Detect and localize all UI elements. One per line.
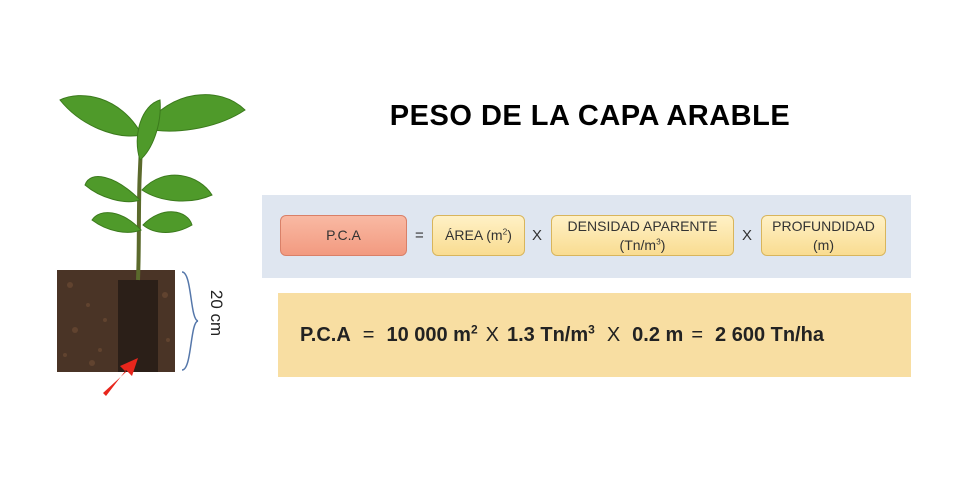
plant-illustration bbox=[57, 94, 246, 396]
result-equals-2: = bbox=[691, 323, 704, 346]
result-equals-1: = bbox=[362, 323, 375, 346]
soil-texture bbox=[63, 282, 170, 366]
equals-sign: = bbox=[415, 227, 424, 244]
depth-brace bbox=[181, 271, 199, 371]
depth-label: 20 cm bbox=[207, 289, 226, 337]
result-lhs: P.C.A bbox=[300, 323, 351, 346]
result-area: 10 000 m2 bbox=[386, 321, 478, 346]
depth-line2: (m) bbox=[813, 236, 834, 253]
area-box: ÁREA (m2) bbox=[432, 215, 525, 256]
result-times-2: X bbox=[606, 323, 621, 346]
pca-label: P.C.A bbox=[326, 227, 361, 244]
result-times-1: X bbox=[485, 323, 499, 346]
page-title: PESO DE LA CAPA ARABLE bbox=[389, 100, 791, 132]
plant-soil-illustration bbox=[40, 80, 270, 400]
pca-box: P.C.A bbox=[280, 215, 407, 256]
result-total: 2 600 Tn/ha bbox=[715, 323, 824, 346]
area-label: ÁREA (m2) bbox=[445, 226, 512, 244]
result-density: 1.3 Tn/m3 bbox=[507, 321, 595, 346]
root-ball bbox=[118, 280, 158, 372]
density-line1: DENSIDAD APARENTE bbox=[567, 218, 718, 235]
density-box: DENSIDAD APARENTE (Tn/m3) bbox=[551, 215, 734, 256]
formula-panel: P.C.A = ÁREA (m2) X DENSIDAD APARENTE (T… bbox=[262, 195, 911, 278]
times-sign-2: X bbox=[742, 227, 753, 244]
times-sign-1: X bbox=[532, 227, 543, 244]
result-panel: P.C.A = 10 000 m2 X 1.3 Tn/m3 X 0.2 m = … bbox=[278, 293, 911, 377]
depth-line1: PROFUNDIDAD bbox=[772, 218, 875, 235]
red-arrow bbox=[103, 358, 138, 396]
depth-box: PROFUNDIDAD (m) bbox=[761, 215, 886, 256]
plant-leaves bbox=[59, 94, 246, 233]
density-line2: (Tn/m3) bbox=[619, 235, 666, 253]
result-depth: 0.2 m bbox=[632, 323, 684, 346]
